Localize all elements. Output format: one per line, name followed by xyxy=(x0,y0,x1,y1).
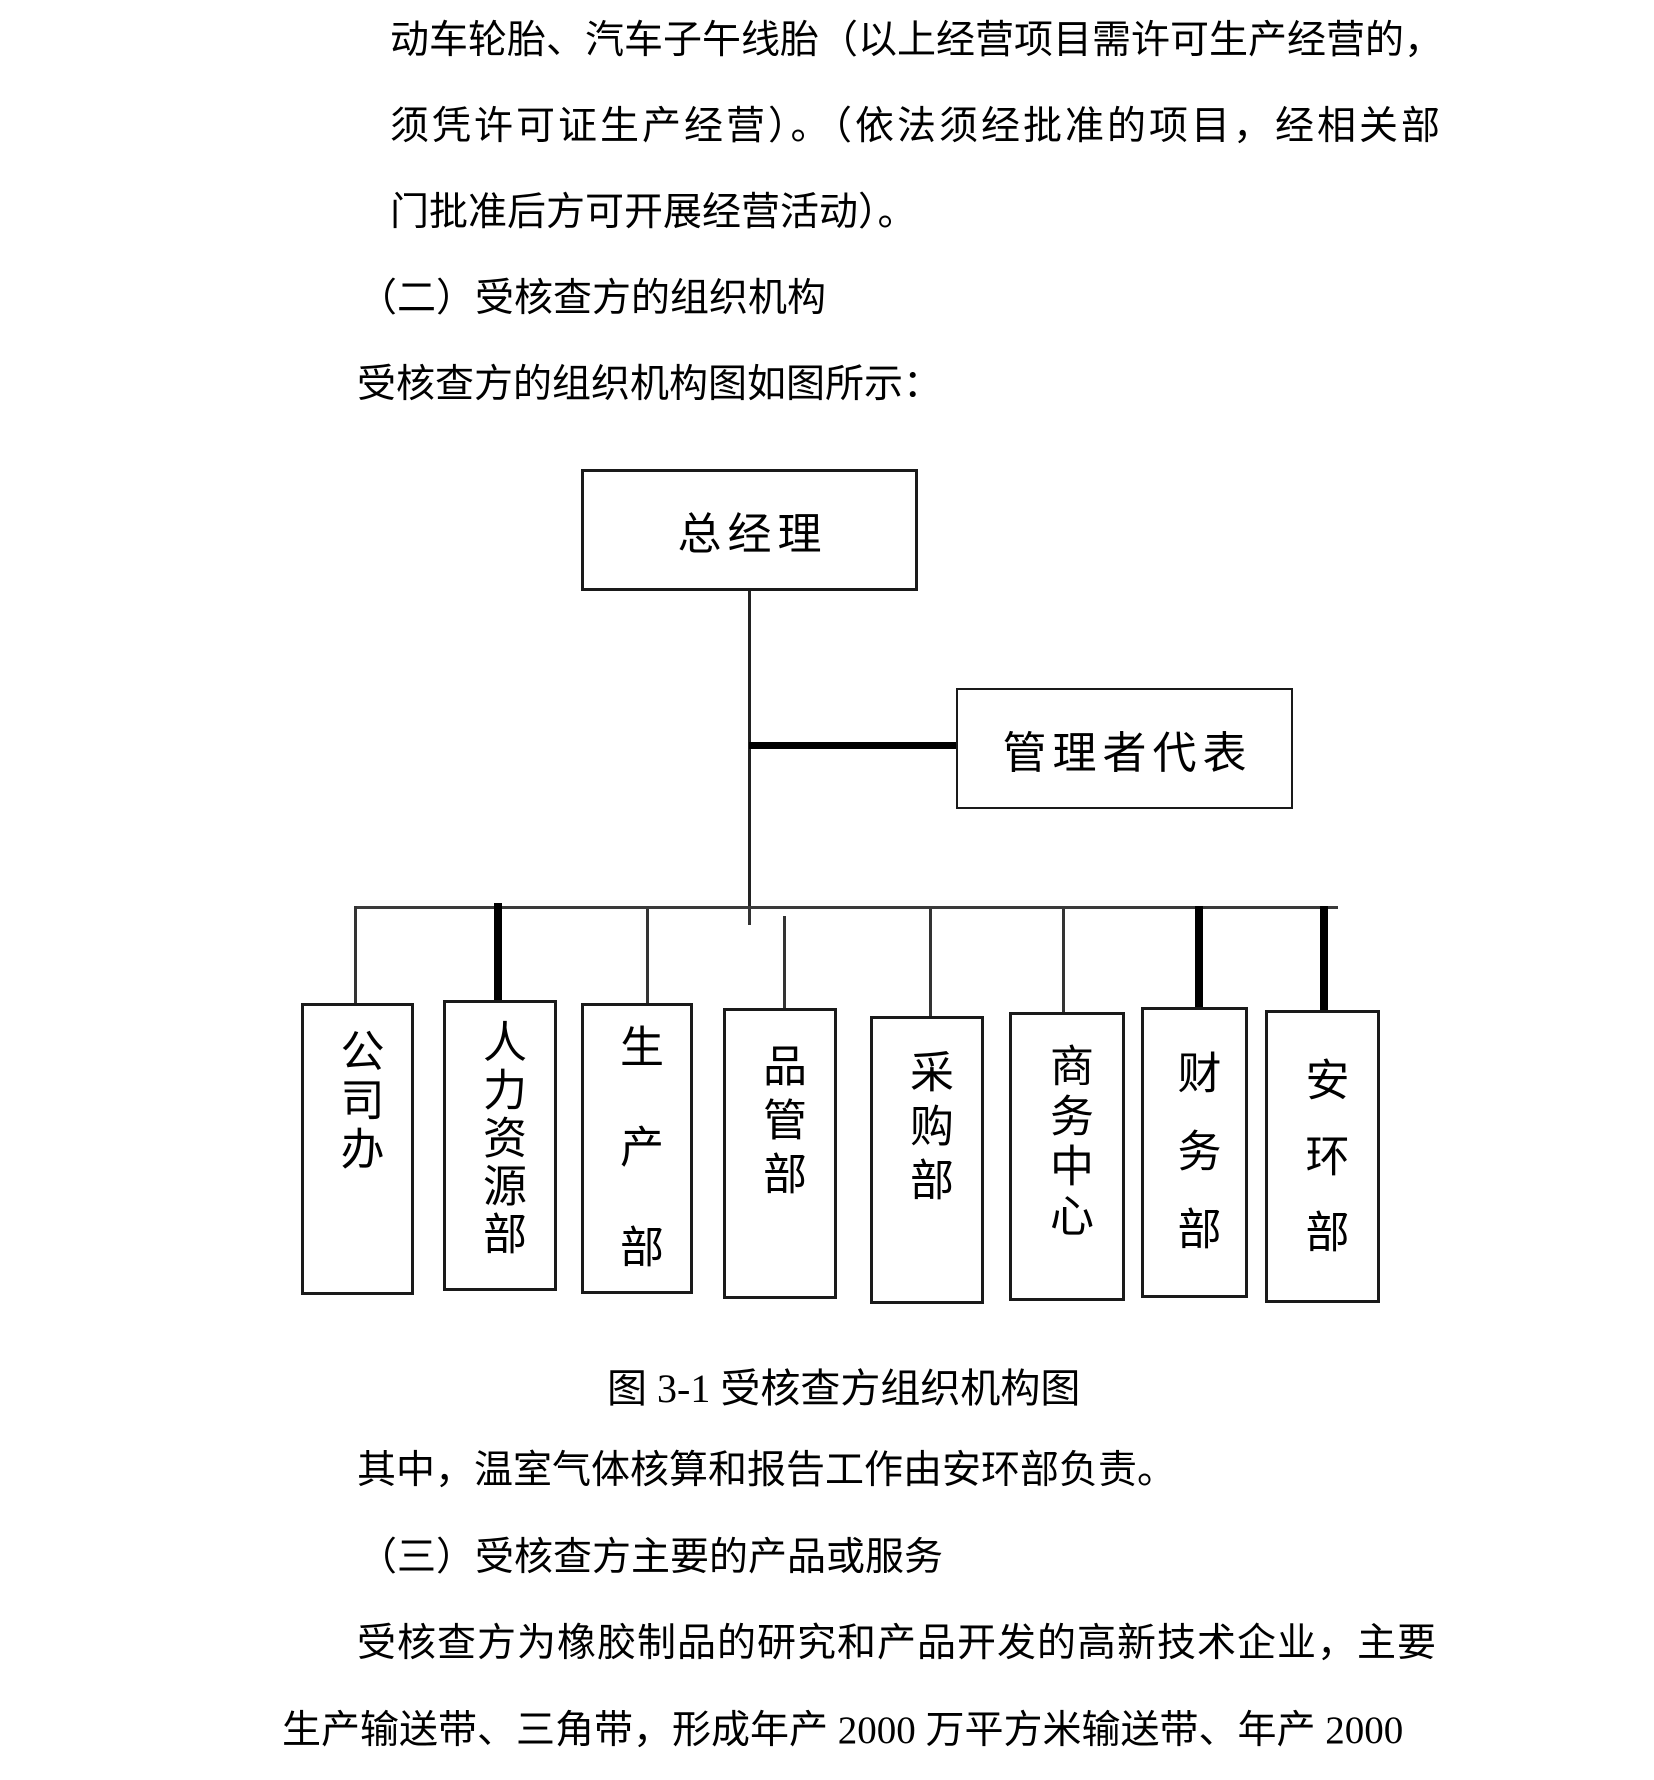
connector-drop-company-office xyxy=(354,906,357,1005)
paragraph-line: 须凭许可证生产经营）。（依法须经批准的项目，经相关部 xyxy=(390,105,1444,148)
dept-label: 采购部 xyxy=(903,1049,952,1211)
dept-label: 商务中心 xyxy=(1043,1043,1092,1243)
connector-drop-business xyxy=(1062,909,1065,1014)
dept-box-business-center: 商务中心 xyxy=(1009,1012,1125,1301)
section-heading: （三）受核查方主要的产品或服务 xyxy=(358,1536,944,1579)
dept-box-purchasing: 采购部 xyxy=(870,1016,984,1304)
dept-box-hr: 人力资源部 xyxy=(443,1000,557,1291)
dept-box-company-office: 公司办 xyxy=(301,1003,414,1295)
paragraph-line: 动车轮胎、汽车子午线胎（以上经营项目需许可生产经营的， xyxy=(390,19,1444,62)
paragraph-line: 受核查方的组织机构图如图所示： xyxy=(357,363,943,406)
connector-drop-safety xyxy=(1320,906,1328,1014)
connector-drop-production xyxy=(646,909,649,1005)
dept-box-safety-environment: 安环部 xyxy=(1265,1010,1380,1303)
paragraph-line: 生产输送带、三角带，形成年产 2000 万平方米输送带、年产 2000 xyxy=(282,1709,1404,1752)
connector-drop-hr xyxy=(494,903,502,1015)
connector-drop-quality xyxy=(783,916,786,1010)
dept-box-finance: 财务部 xyxy=(1141,1007,1248,1298)
connector-rep-horizontal xyxy=(749,742,956,749)
section-heading: （二）受核查方的组织机构 xyxy=(358,277,827,320)
management-representative-label: 管理者代表 xyxy=(1002,728,1253,778)
dept-label: 安环部 xyxy=(1298,1057,1348,1285)
connector-center-stub xyxy=(748,909,751,925)
connector-gm-vertical xyxy=(748,591,751,908)
dept-box-production: 生产部 xyxy=(581,1003,693,1324)
dept-label: 生产部 xyxy=(613,1024,662,1324)
dept-box-quality: 品管部 xyxy=(723,1008,837,1299)
dept-label: 品管部 xyxy=(756,1043,805,1205)
paragraph-line: 受核查方为橡胶制品的研究和产品开发的高新技术企业，主要 xyxy=(357,1622,1438,1665)
general-manager-label: 总经理 xyxy=(677,510,828,559)
management-representative-box: 管理者代表 xyxy=(956,688,1293,809)
dept-label: 人力资源部 xyxy=(476,1019,525,1259)
connector-departments-horizontal xyxy=(356,906,1338,909)
dept-label: 公司办 xyxy=(333,1028,383,1175)
paragraph-line: 其中，温室气体核算和报告工作由安环部负责。 xyxy=(357,1449,1177,1492)
paragraph-line: 门批准后方可开展经营活动）。 xyxy=(390,191,917,234)
general-manager-box: 总经理 xyxy=(581,469,918,591)
dept-label: 财务部 xyxy=(1170,1050,1220,1284)
connector-drop-purchasing xyxy=(929,909,932,1018)
figure-caption: 图 3-1 受核查方组织机构图 xyxy=(607,1366,1081,1411)
connector-drop-finance xyxy=(1195,906,1203,1011)
